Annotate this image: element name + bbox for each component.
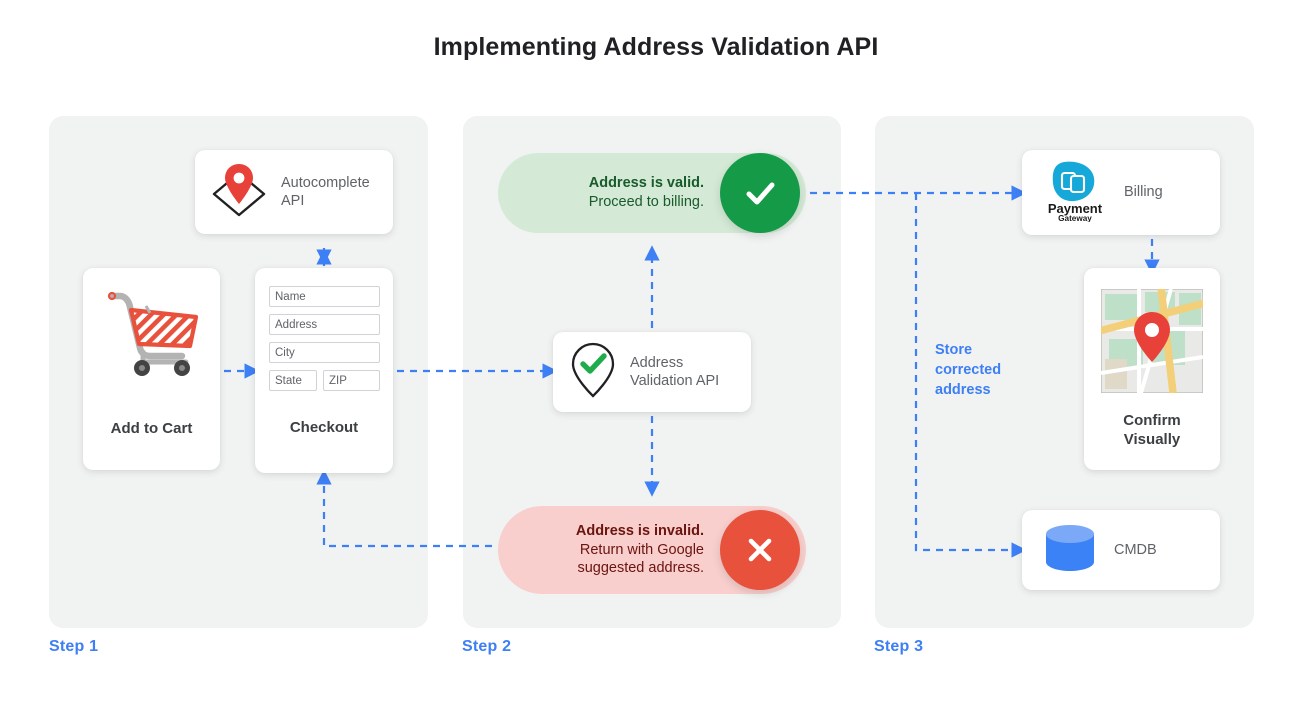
address-valid-pill: Address is valid. Proceed to billing. bbox=[498, 153, 806, 233]
confirm-visually-card[interactable]: Confirm Visually bbox=[1084, 268, 1220, 470]
payment-gateway-logo: Payment Gateway bbox=[1038, 158, 1112, 227]
billing-label: Billing bbox=[1124, 184, 1163, 201]
autocomplete-line-1: Autocomplete bbox=[281, 174, 370, 191]
shopping-cart-icon bbox=[100, 286, 204, 383]
valid-line-1: Address is valid. bbox=[588, 175, 704, 192]
map-pin-diamond-icon bbox=[208, 161, 270, 224]
address-field[interactable]: Address bbox=[269, 314, 380, 335]
address-validation-api-card[interactable]: Address Validation API bbox=[553, 332, 751, 412]
validation-line-1: Address bbox=[630, 354, 684, 371]
payment-logo-line-2: Gateway bbox=[1058, 214, 1092, 222]
invalid-line-3: suggested address. bbox=[577, 560, 704, 577]
autocomplete-api-label: Autocomplete API bbox=[281, 174, 370, 211]
check-icon bbox=[720, 153, 800, 233]
invalid-line-2: Return with Google bbox=[579, 541, 704, 558]
pin-check-icon bbox=[567, 340, 619, 405]
store-note-line-2: corrected bbox=[935, 362, 1002, 378]
store-corrected-address-note: Store corrected address bbox=[935, 340, 1035, 400]
name-field[interactable]: Name bbox=[269, 286, 380, 307]
valid-line-2: Proceed to billing. bbox=[588, 194, 704, 210]
zip-field[interactable]: ZIP bbox=[323, 370, 380, 391]
map-thumbnail-icon bbox=[1098, 286, 1206, 398]
address-validation-api-label: Address Validation API bbox=[630, 354, 719, 391]
confirm-visually-caption: Confirm Visually bbox=[1084, 412, 1220, 449]
payment-logo-line-1: Payment bbox=[1048, 201, 1103, 216]
cmdb-label: CMDB bbox=[1114, 541, 1157, 558]
add-to-cart-card[interactable]: Add to Cart bbox=[83, 268, 220, 470]
step-1-label: Step 1 bbox=[49, 638, 99, 655]
address-invalid-pill: Address is invalid. Return with Google s… bbox=[498, 506, 806, 594]
autocomplete-line-2: API bbox=[281, 193, 305, 209]
confirm-line-1: Confirm bbox=[1123, 412, 1181, 430]
close-icon bbox=[720, 510, 800, 590]
page-title: Implementing Address Validation API bbox=[433, 33, 879, 61]
confirm-line-2: Visually bbox=[1123, 430, 1181, 448]
autocomplete-api-card[interactable]: Autocomplete API bbox=[195, 150, 393, 234]
database-cylinder-icon bbox=[1042, 523, 1098, 578]
checkout-caption: Checkout bbox=[289, 418, 359, 436]
invalid-line-1: Address is invalid. bbox=[575, 522, 704, 539]
step-2-label: Step 2 bbox=[462, 638, 512, 655]
city-field[interactable]: City bbox=[269, 342, 380, 363]
add-to-cart-caption: Add to Cart bbox=[110, 419, 193, 437]
cmdb-card[interactable]: CMDB bbox=[1022, 510, 1220, 590]
store-note-line-1: Store bbox=[935, 342, 973, 358]
address-valid-text: Address is valid. Proceed to billing. bbox=[498, 174, 720, 212]
checkout-card[interactable]: Name Address City State ZIP Checkout bbox=[255, 268, 393, 473]
validation-line-2: Validation API bbox=[630, 373, 720, 389]
address-invalid-text: Address is invalid. Return with Google s… bbox=[498, 522, 720, 579]
billing-card[interactable]: Payment Gateway Billing bbox=[1022, 150, 1220, 235]
store-note-line-3: address bbox=[935, 382, 991, 398]
step-3-label: Step 3 bbox=[874, 638, 924, 655]
state-field[interactable]: State bbox=[269, 370, 317, 391]
